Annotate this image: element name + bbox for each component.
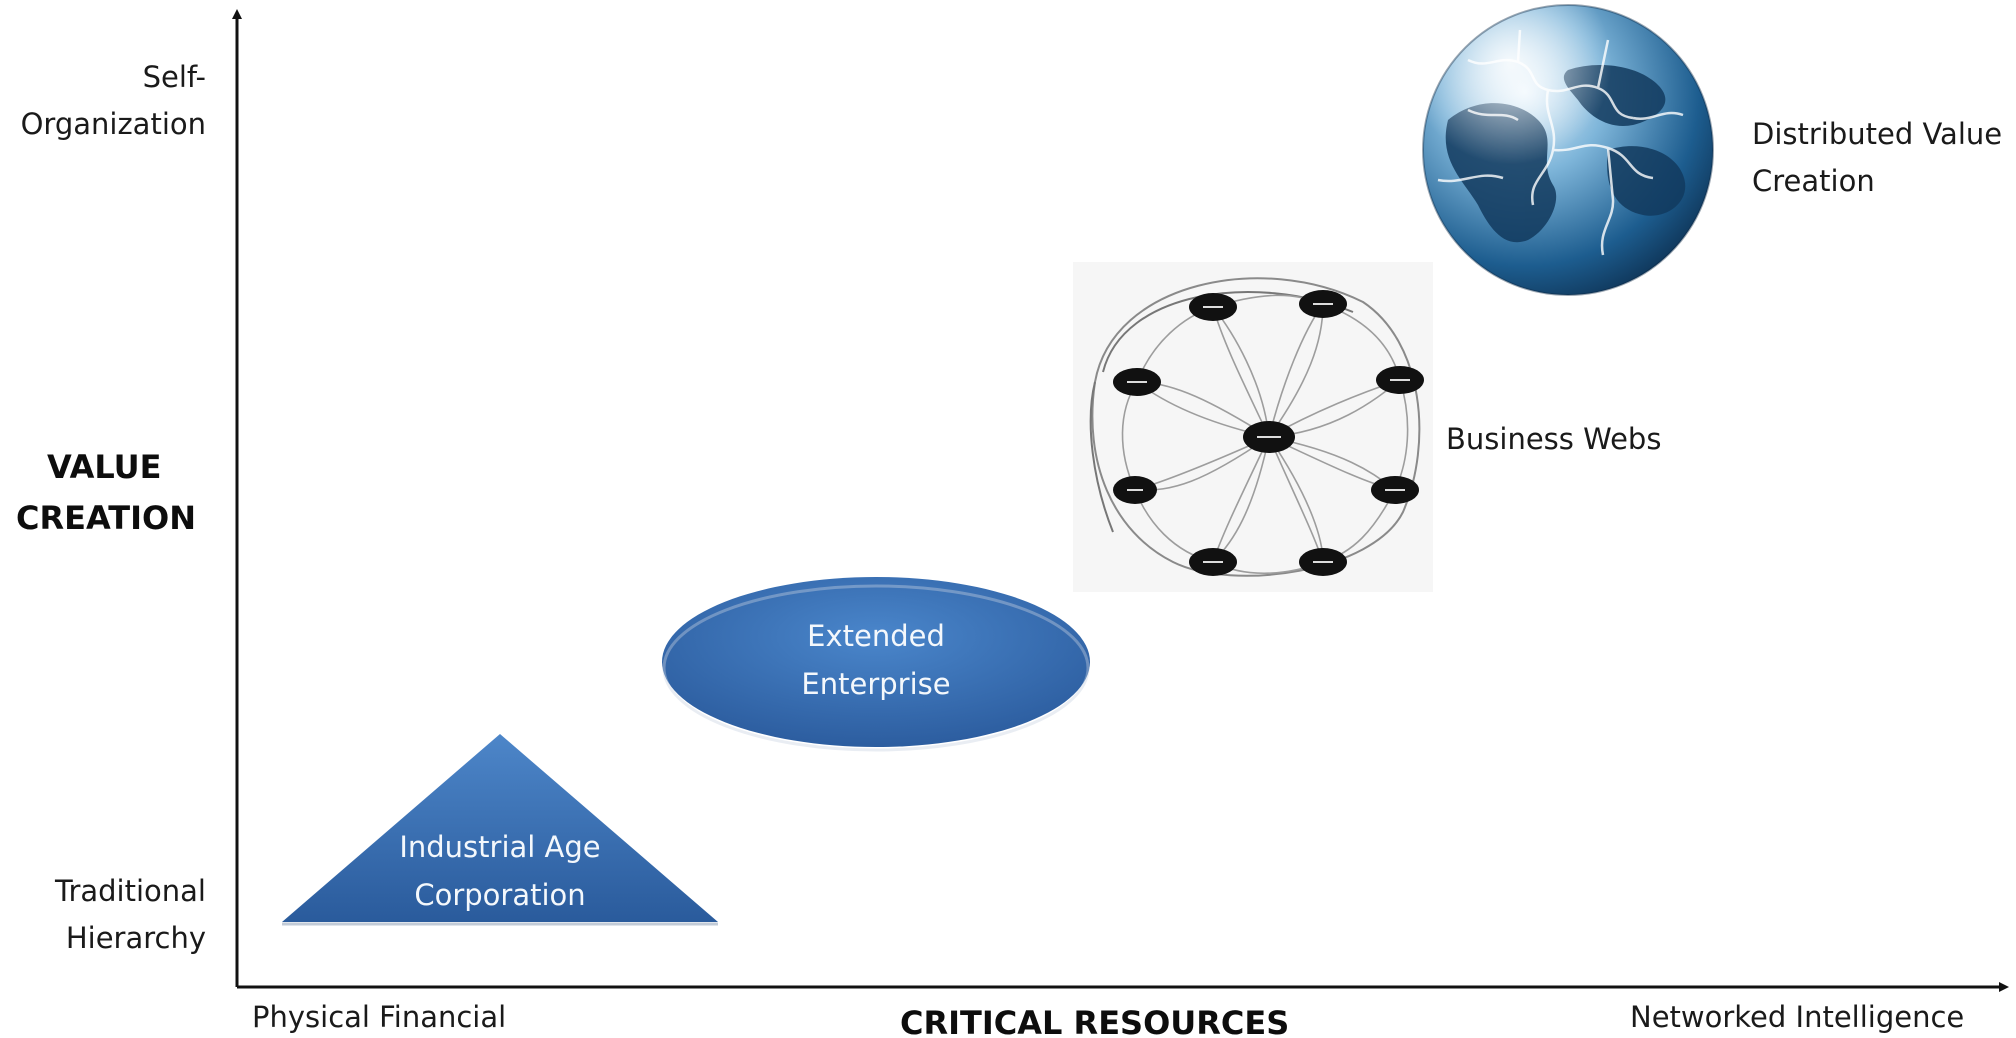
extended-enterprise-ellipse bbox=[662, 577, 1090, 752]
y-axis-bottom-label: Traditional Hierarchy bbox=[55, 868, 206, 962]
y-axis-title-line2: CREATION bbox=[16, 499, 196, 537]
x-axis-title: CRITICAL RESOURCES bbox=[900, 1004, 1290, 1038]
x-axis-left-label: Physical Financial bbox=[252, 1000, 507, 1034]
y-axis-bottom-label-line1: Traditional bbox=[55, 874, 206, 908]
y-axis-bottom-label-line2: Hierarchy bbox=[65, 921, 206, 955]
y-axis-top-label-line2: Organization bbox=[20, 107, 206, 141]
puzzle-globe-icon bbox=[1422, 4, 1714, 296]
business-webs-network-illustration bbox=[1073, 262, 1433, 592]
industrial-age-triangle bbox=[282, 734, 718, 926]
y-axis-top-label: Self- Organization bbox=[21, 54, 206, 148]
x-axis-right-label: Networked Intelligence bbox=[1630, 1000, 1965, 1034]
y-axis-title: VALUE CREATION bbox=[16, 442, 196, 544]
distributed-value-label-line1: Distributed Value bbox=[1752, 117, 2003, 151]
industrial-age-label: Industrial Age Corporation bbox=[370, 823, 630, 919]
business-webs-label: Business Webs bbox=[1446, 422, 1662, 456]
extended-enterprise-label: Extended Enterprise bbox=[726, 612, 1026, 708]
y-axis-top-label-line1: Self- bbox=[142, 60, 206, 94]
extended-enterprise-label-line1: Extended bbox=[807, 619, 945, 653]
y-axis-title-line1: VALUE bbox=[47, 448, 162, 486]
extended-enterprise-label-line2: Enterprise bbox=[801, 667, 951, 701]
industrial-age-label-line1: Industrial Age bbox=[399, 830, 601, 864]
distributed-value-label-line2: Creation bbox=[1752, 164, 1875, 198]
distributed-value-label: Distributed Value Creation bbox=[1752, 111, 2002, 205]
industrial-age-label-line2: Corporation bbox=[414, 878, 586, 912]
